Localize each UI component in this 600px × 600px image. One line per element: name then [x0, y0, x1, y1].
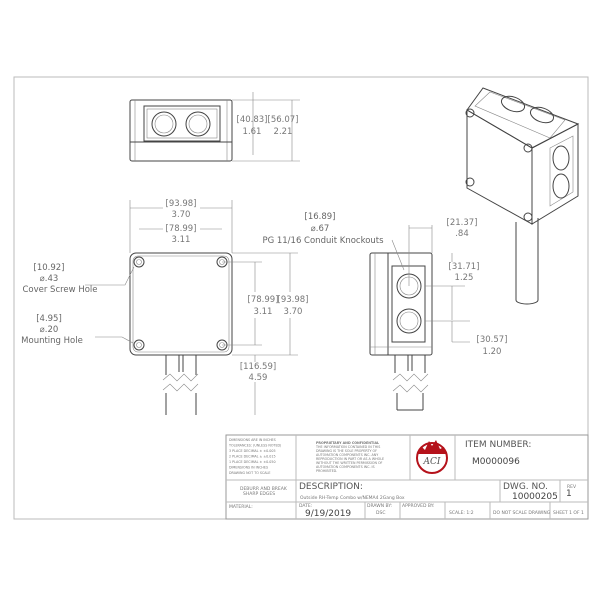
front-view: [93.98] 3.70 [78.99] 3.11 [78.99] 3.11 […	[21, 199, 308, 415]
mounting-hole-label: Mounting Hole	[21, 336, 83, 346]
description-label: DESCRIPTION:	[299, 482, 363, 492]
dim-mm: [116.59]	[240, 362, 276, 372]
tolerances: 2 PLACE DECIMAL ± ±0.015	[229, 455, 276, 459]
do-not-scale: DO NOT SCALE DRAWING	[493, 510, 551, 516]
proprietary-lines: PROHIBITED.	[316, 469, 337, 473]
rev-label: REV	[567, 484, 577, 490]
dim-mm: [31.71]	[449, 262, 480, 272]
dim-in: 1.25	[455, 273, 474, 283]
mounting-hole-in: ⌀.20	[40, 325, 59, 335]
deburr: SHARP EDGES	[243, 491, 275, 497]
dim-in: 1.61	[243, 127, 262, 137]
dim-in: 3.70	[172, 210, 191, 220]
proprietary-lines: THE INFORMATION CONTAINED IN THIS	[315, 445, 380, 449]
knockout-in: ⌀.67	[311, 224, 330, 234]
deburr: DEBURR AND BREAK	[240, 486, 288, 492]
cover-screw-mm: [10.92]	[34, 263, 65, 273]
dim-mm: [40.83]	[237, 115, 268, 125]
dim-mm: [78.99]	[248, 295, 279, 305]
mounting-hole-mm: [4.95]	[36, 314, 62, 324]
drawing-number: 10000205	[512, 492, 558, 502]
dim-mm: [30.57]	[477, 335, 508, 345]
dim-mm: [21.37]	[447, 218, 478, 228]
tolerances-note: DIMENSIONS ARE IN INCHES TOLERANCES: (UN…	[228, 438, 281, 475]
dim-mm: [93.98]	[166, 199, 197, 209]
date-label: DATE:	[299, 503, 312, 509]
revision: 1	[566, 489, 572, 499]
dim-mm: [56.07]	[268, 115, 299, 125]
item-number-label: ITEM NUMBER:	[465, 440, 531, 450]
proprietary-note: PROPRIETARY AND CONFIDENTIAL THE INFORMA…	[315, 441, 384, 473]
screw-hole-icon	[133, 256, 228, 351]
knockout-mm: [16.89]	[305, 212, 336, 222]
tolerances: 3 PLACE DECIMAL ± ±0.005	[229, 449, 276, 453]
tolerances: DRAWING NOT TO SCALE	[229, 471, 270, 475]
dim-mm: [78.99]	[166, 224, 197, 234]
proprietary-lines: AUTOMATION COMPONENTS INC. IS	[316, 465, 375, 469]
aci-logo: ACI	[416, 440, 448, 474]
dim-in: 2.21	[274, 127, 293, 137]
proprietary-title: PROPRIETARY AND CONFIDENTIAL	[316, 441, 380, 445]
dim-in: 3.11	[254, 307, 273, 317]
scale: SCALE: 1:2	[449, 510, 474, 516]
dim-in: 1.20	[483, 347, 502, 357]
dim-in: 4.59	[249, 373, 268, 383]
date: 9/19/2019	[305, 509, 351, 519]
tolerances: DIMENSIONS ARE IN INCHES	[229, 438, 276, 442]
dim-in: .84	[455, 229, 469, 239]
tolerances: 1 PLACE DECIMAL ± ±0.050	[229, 460, 276, 464]
dim-in: 3.11	[172, 235, 191, 245]
knockout-circle	[396, 308, 422, 334]
item-number: M0000096	[472, 457, 520, 467]
drawn-by: DSC	[376, 510, 385, 516]
probe	[162, 355, 199, 415]
proprietary-lines: WITHOUT THE WRITTEN PERMISSION OF	[316, 461, 383, 465]
knockout-label: PG 11/16 Conduit Knockouts	[262, 236, 384, 246]
proprietary-lines: REPRODUCTION IN PART OR AS A WHOLE	[316, 457, 384, 461]
cover-screw-in: ⌀.43	[40, 274, 59, 284]
drawn-by-label: DRAWN BY:	[367, 503, 392, 509]
knockout-circle	[185, 111, 211, 137]
logo-text: ACI	[423, 457, 441, 467]
material-label: MATERIAL:	[229, 504, 253, 510]
side-view: [16.89] ⌀.67 PG 11/16 Conduit Knockouts …	[262, 212, 508, 411]
dim-mm: [93.98]	[278, 295, 309, 305]
dwg-no-label: DWG. NO.	[503, 482, 548, 492]
tolerances: DIMENSIONS IN INCHES	[229, 466, 268, 470]
isometric-view	[465, 87, 580, 305]
description: Outside RH-Temp Combo w/NEMA4 2Gang Box	[300, 495, 405, 501]
sheet: SHEET 1 OF 1	[553, 510, 584, 516]
title-block: DIMENSIONS ARE IN INCHES TOLERANCES: (UN…	[225, 434, 589, 520]
knockout-circle	[151, 111, 177, 137]
tolerances: TOLERANCES: (UNLESS NOTED)	[228, 444, 281, 448]
top-view: [40.83] 1.61 [56.07] 2.21	[129, 92, 300, 162]
approved-by-label: APPROVED BY:	[402, 503, 434, 509]
cover-screw-label: Cover Screw Hole	[22, 285, 97, 295]
proprietary-lines: DRAWING IS THE SOLE PROPERTY OF	[316, 449, 377, 453]
dim-in: 3.70	[284, 307, 303, 317]
proprietary-lines: AUTOMATION COMPONENTS INC. ANY	[316, 453, 379, 457]
